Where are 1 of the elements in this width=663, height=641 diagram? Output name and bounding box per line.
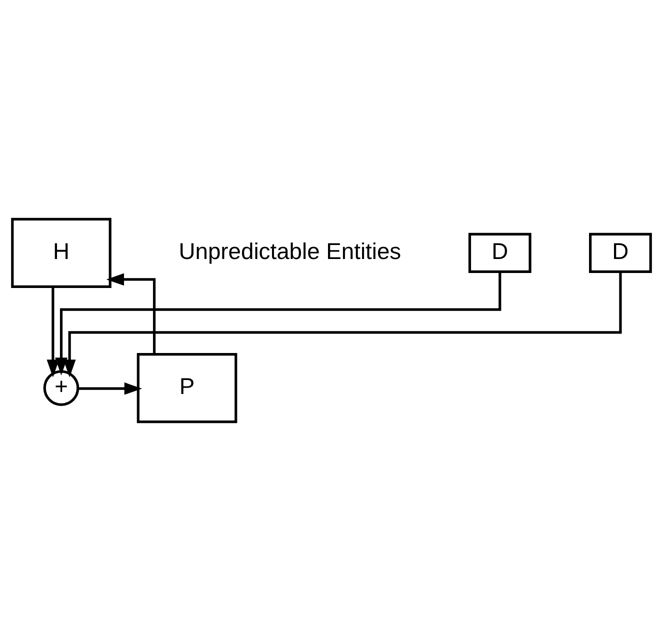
label: Unpredictable Entities bbox=[178, 238, 402, 264]
